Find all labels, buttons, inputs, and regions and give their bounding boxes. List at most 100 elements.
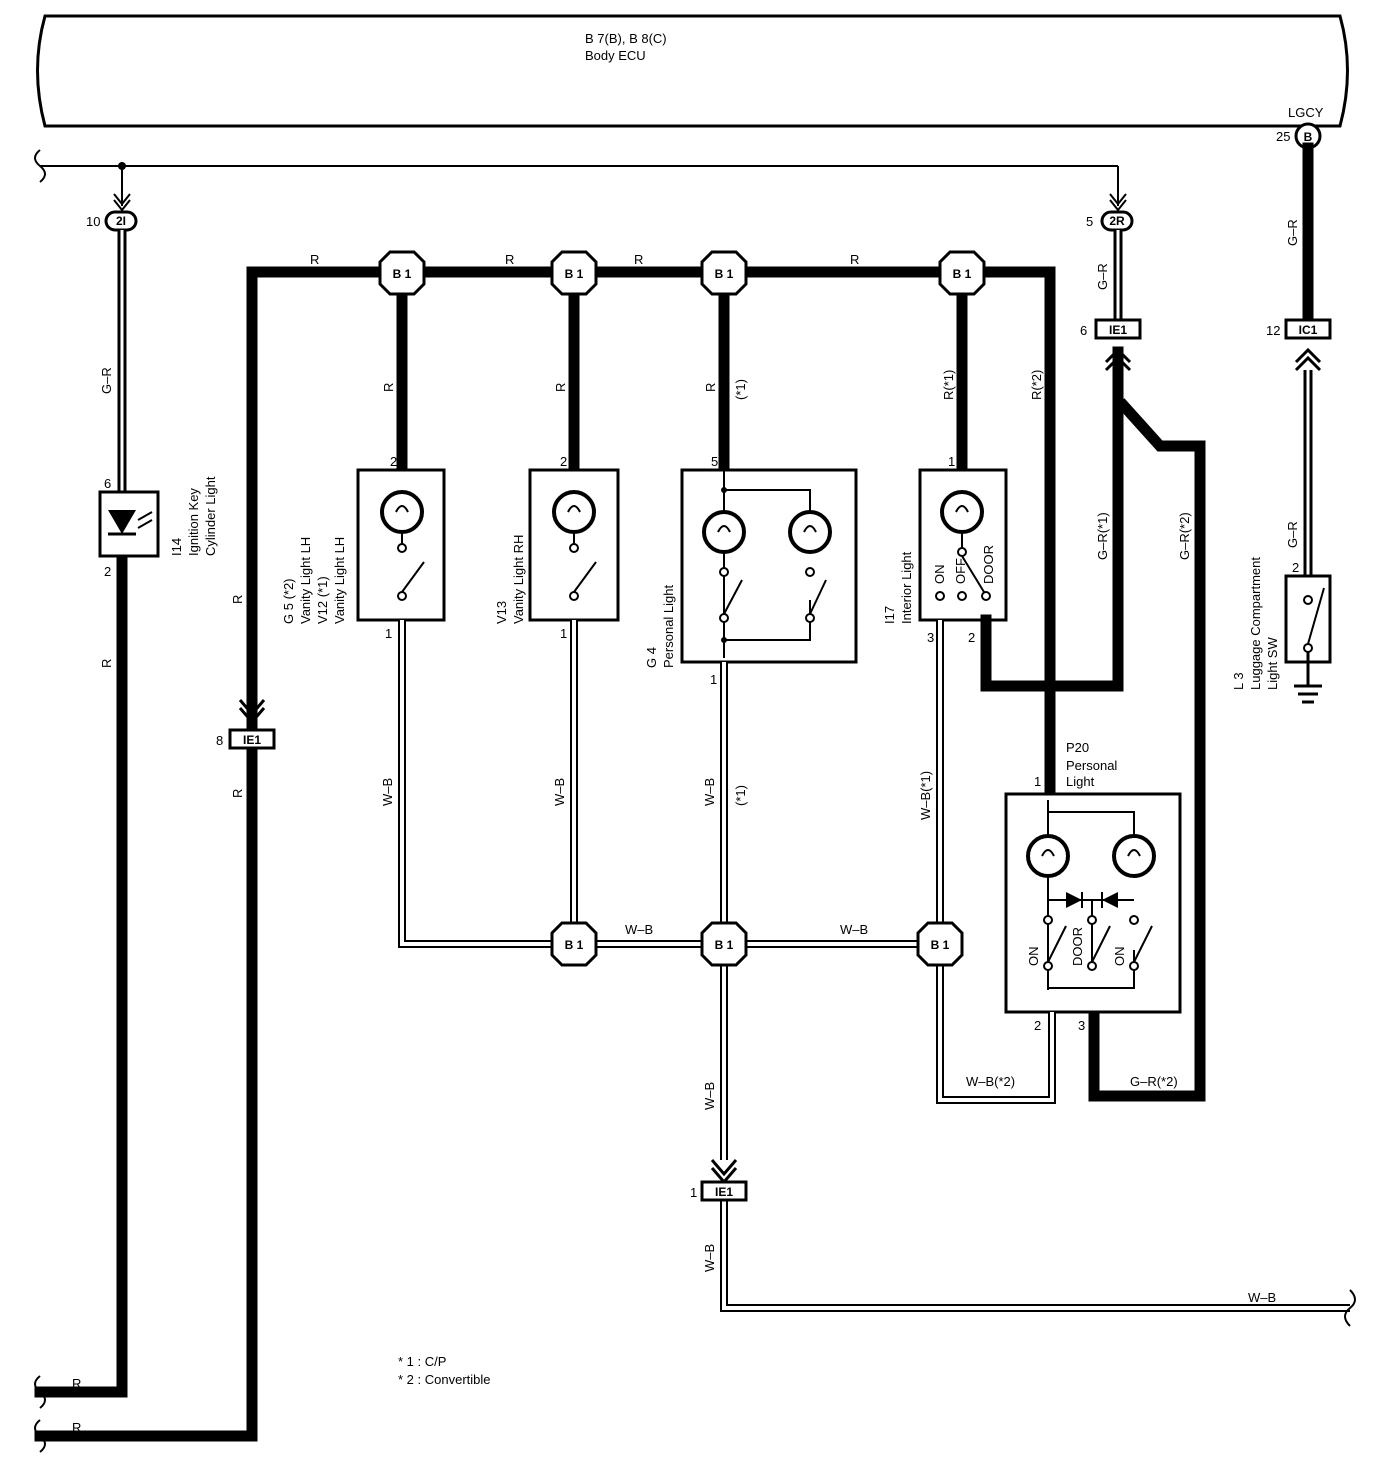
connector-b1-top-2: B 1 <box>550 250 598 296</box>
i17-sw-off: OFF <box>953 558 968 584</box>
connector-b1-top-1: B 1 <box>378 250 426 296</box>
pin-2: 2 <box>968 630 975 645</box>
connector-2r: 2R 5 <box>1086 210 1134 232</box>
wire-label-r: R <box>72 1376 81 1391</box>
pin-10: 10 <box>86 214 100 229</box>
ecu-name: Body ECU <box>585 48 646 63</box>
wire-label-wb: W–B <box>702 1082 717 1110</box>
connector-b-lgcy: B 25 <box>1276 122 1322 150</box>
p20-name1: Personal <box>1066 758 1117 773</box>
connector-b1-bottom-2: B 1 <box>700 921 748 967</box>
l3-name1: Luggage Compartment <box>1248 557 1263 690</box>
note-cp: * 1 : C/P <box>398 1354 446 1369</box>
wire-label-wb: W–B <box>625 922 653 937</box>
i14-name2: Cylinder Light <box>203 476 218 556</box>
svg-text:IE1: IE1 <box>243 733 261 747</box>
p20-name2: Light <box>1066 774 1095 789</box>
connector-b1-bottom-1: B 1 <box>550 921 598 967</box>
ecu-code: B 7(B), B 8(C) <box>585 31 667 46</box>
component-p20: ON DOOR ON 1 2 3 P20 Personal Light <box>1004 740 1182 1033</box>
wire-i14: G–R R R <box>34 230 128 1409</box>
i17-sw-on: ON <box>932 565 947 585</box>
wire-label-r-c2: R(*2) <box>1029 370 1044 400</box>
pin-3: 3 <box>1078 1018 1085 1033</box>
i17-name: Interior Light <box>899 551 914 624</box>
svg-text:B 1: B 1 <box>715 267 734 281</box>
pin-3: 3 <box>927 630 934 645</box>
wire-label-c1: (*1) <box>733 379 748 400</box>
l3-code: L 3 <box>1231 672 1246 690</box>
wire-i17-door: G–R G–R(*1) <box>980 230 1132 692</box>
pin-25: 25 <box>1276 129 1290 144</box>
footnotes: * 1 : C/P * 2 : Convertible <box>398 1354 491 1387</box>
p20-code: P20 <box>1066 740 1089 755</box>
pin-1: 1 <box>948 454 955 469</box>
component-l3: 2 L 3 Luggage Compartment Light SW <box>1231 557 1332 704</box>
g4-code: G 4 <box>644 647 659 668</box>
wire-label-gr: G–R <box>99 367 114 394</box>
wire-label-gr: G–R <box>1285 219 1300 246</box>
svg-text:B 1: B 1 <box>931 938 950 952</box>
svg-text:B 1: B 1 <box>953 267 972 281</box>
wire-label-gr-c2: G–R(*2) <box>1130 1074 1178 1089</box>
wire-label-c1: (*1) <box>733 785 748 806</box>
p20-sw-on: ON <box>1112 947 1127 967</box>
wire-label-gr-c2: G–R(*2) <box>1177 512 1192 560</box>
wire-label-wb: W–B <box>840 922 868 937</box>
svg-text:IE1: IE1 <box>1109 323 1127 337</box>
connector-ie1-8: IE1 8 <box>216 728 276 750</box>
v12-name: Vanity Light LH <box>332 537 347 624</box>
wire-gr-c2: G–R(*2) G–R(*2) <box>1088 398 1206 1102</box>
wire-label-r: R <box>553 383 568 392</box>
connector-ie1-6: IE1 6 <box>1080 318 1142 340</box>
wire-label-r: R <box>230 595 245 604</box>
pin-6: 6 <box>1080 323 1087 338</box>
drops-r: R R R (*1) R(*1) <box>381 266 968 476</box>
wire-label-gr: G–R <box>1285 521 1300 548</box>
svg-text:B 1: B 1 <box>393 267 412 281</box>
pin-1: 1 <box>1034 774 1041 789</box>
pin-1: 1 <box>690 1185 697 1200</box>
svg-text:B 1: B 1 <box>715 938 734 952</box>
connector-b1-top-3: B 1 <box>700 250 748 296</box>
pin-12: 12 <box>1266 323 1280 338</box>
v13-code: V13 <box>494 601 509 624</box>
g5-name: Vanity Light LH <box>298 537 313 624</box>
wire-label-r: R <box>310 252 319 267</box>
i17-code: I17 <box>882 606 897 624</box>
connector-b1-top-4: B 1 <box>938 250 986 296</box>
pin-8: 8 <box>216 733 223 748</box>
wire-label-wb-c1: W–B(*1) <box>918 771 933 820</box>
pin-1: 1 <box>710 672 717 687</box>
wire-label-r: R <box>505 252 514 267</box>
connector-ie1-1: IE1 1 <box>690 1180 748 1202</box>
connector-ic1-12: IC1 12 <box>1266 318 1332 340</box>
wire-label-wb: W–B <box>1248 1290 1276 1305</box>
pin-2: 2 <box>1034 1018 1041 1033</box>
svg-text:IE1: IE1 <box>715 1185 733 1199</box>
body-ecu: B 7(B), B 8(C) Body ECU LGCY <box>36 14 1349 128</box>
wire-label-wb: W–B <box>702 778 717 806</box>
connector-b1-bottom-3: B 1 <box>916 921 964 967</box>
g4-name: Personal Light <box>661 585 676 668</box>
p20-sw-door: DOOR <box>1070 927 1085 966</box>
pin-2: 2 <box>1292 560 1299 575</box>
r-bus: R R R R R R R R(*2) <box>34 252 1056 1453</box>
ecu-terminal-label: LGCY <box>1288 105 1324 120</box>
pin-2: 2 <box>390 454 397 469</box>
wire-label-r: R <box>381 383 396 392</box>
wire-label-r: R <box>72 1420 81 1435</box>
pin-2: 2 <box>560 454 567 469</box>
wire-label-wb: W–B <box>702 1244 717 1272</box>
pin-1: 1 <box>385 626 392 641</box>
wire-label-gr: G–R <box>1095 263 1110 290</box>
i14-name1: Ignition Key <box>186 488 201 556</box>
wire-label-wb: W–B <box>380 778 395 806</box>
component-i17: ON OFF DOOR 1 3 2 I17 Interior Light <box>882 454 1008 645</box>
wire-label-r: R <box>850 252 859 267</box>
svg-text:2I: 2I <box>116 214 126 228</box>
note-convertible: * 2 : Convertible <box>398 1372 491 1387</box>
i14-code: I14 <box>169 538 184 556</box>
ecu-signal-bus <box>34 149 1127 212</box>
i17-sw-door: DOOR <box>981 545 996 584</box>
